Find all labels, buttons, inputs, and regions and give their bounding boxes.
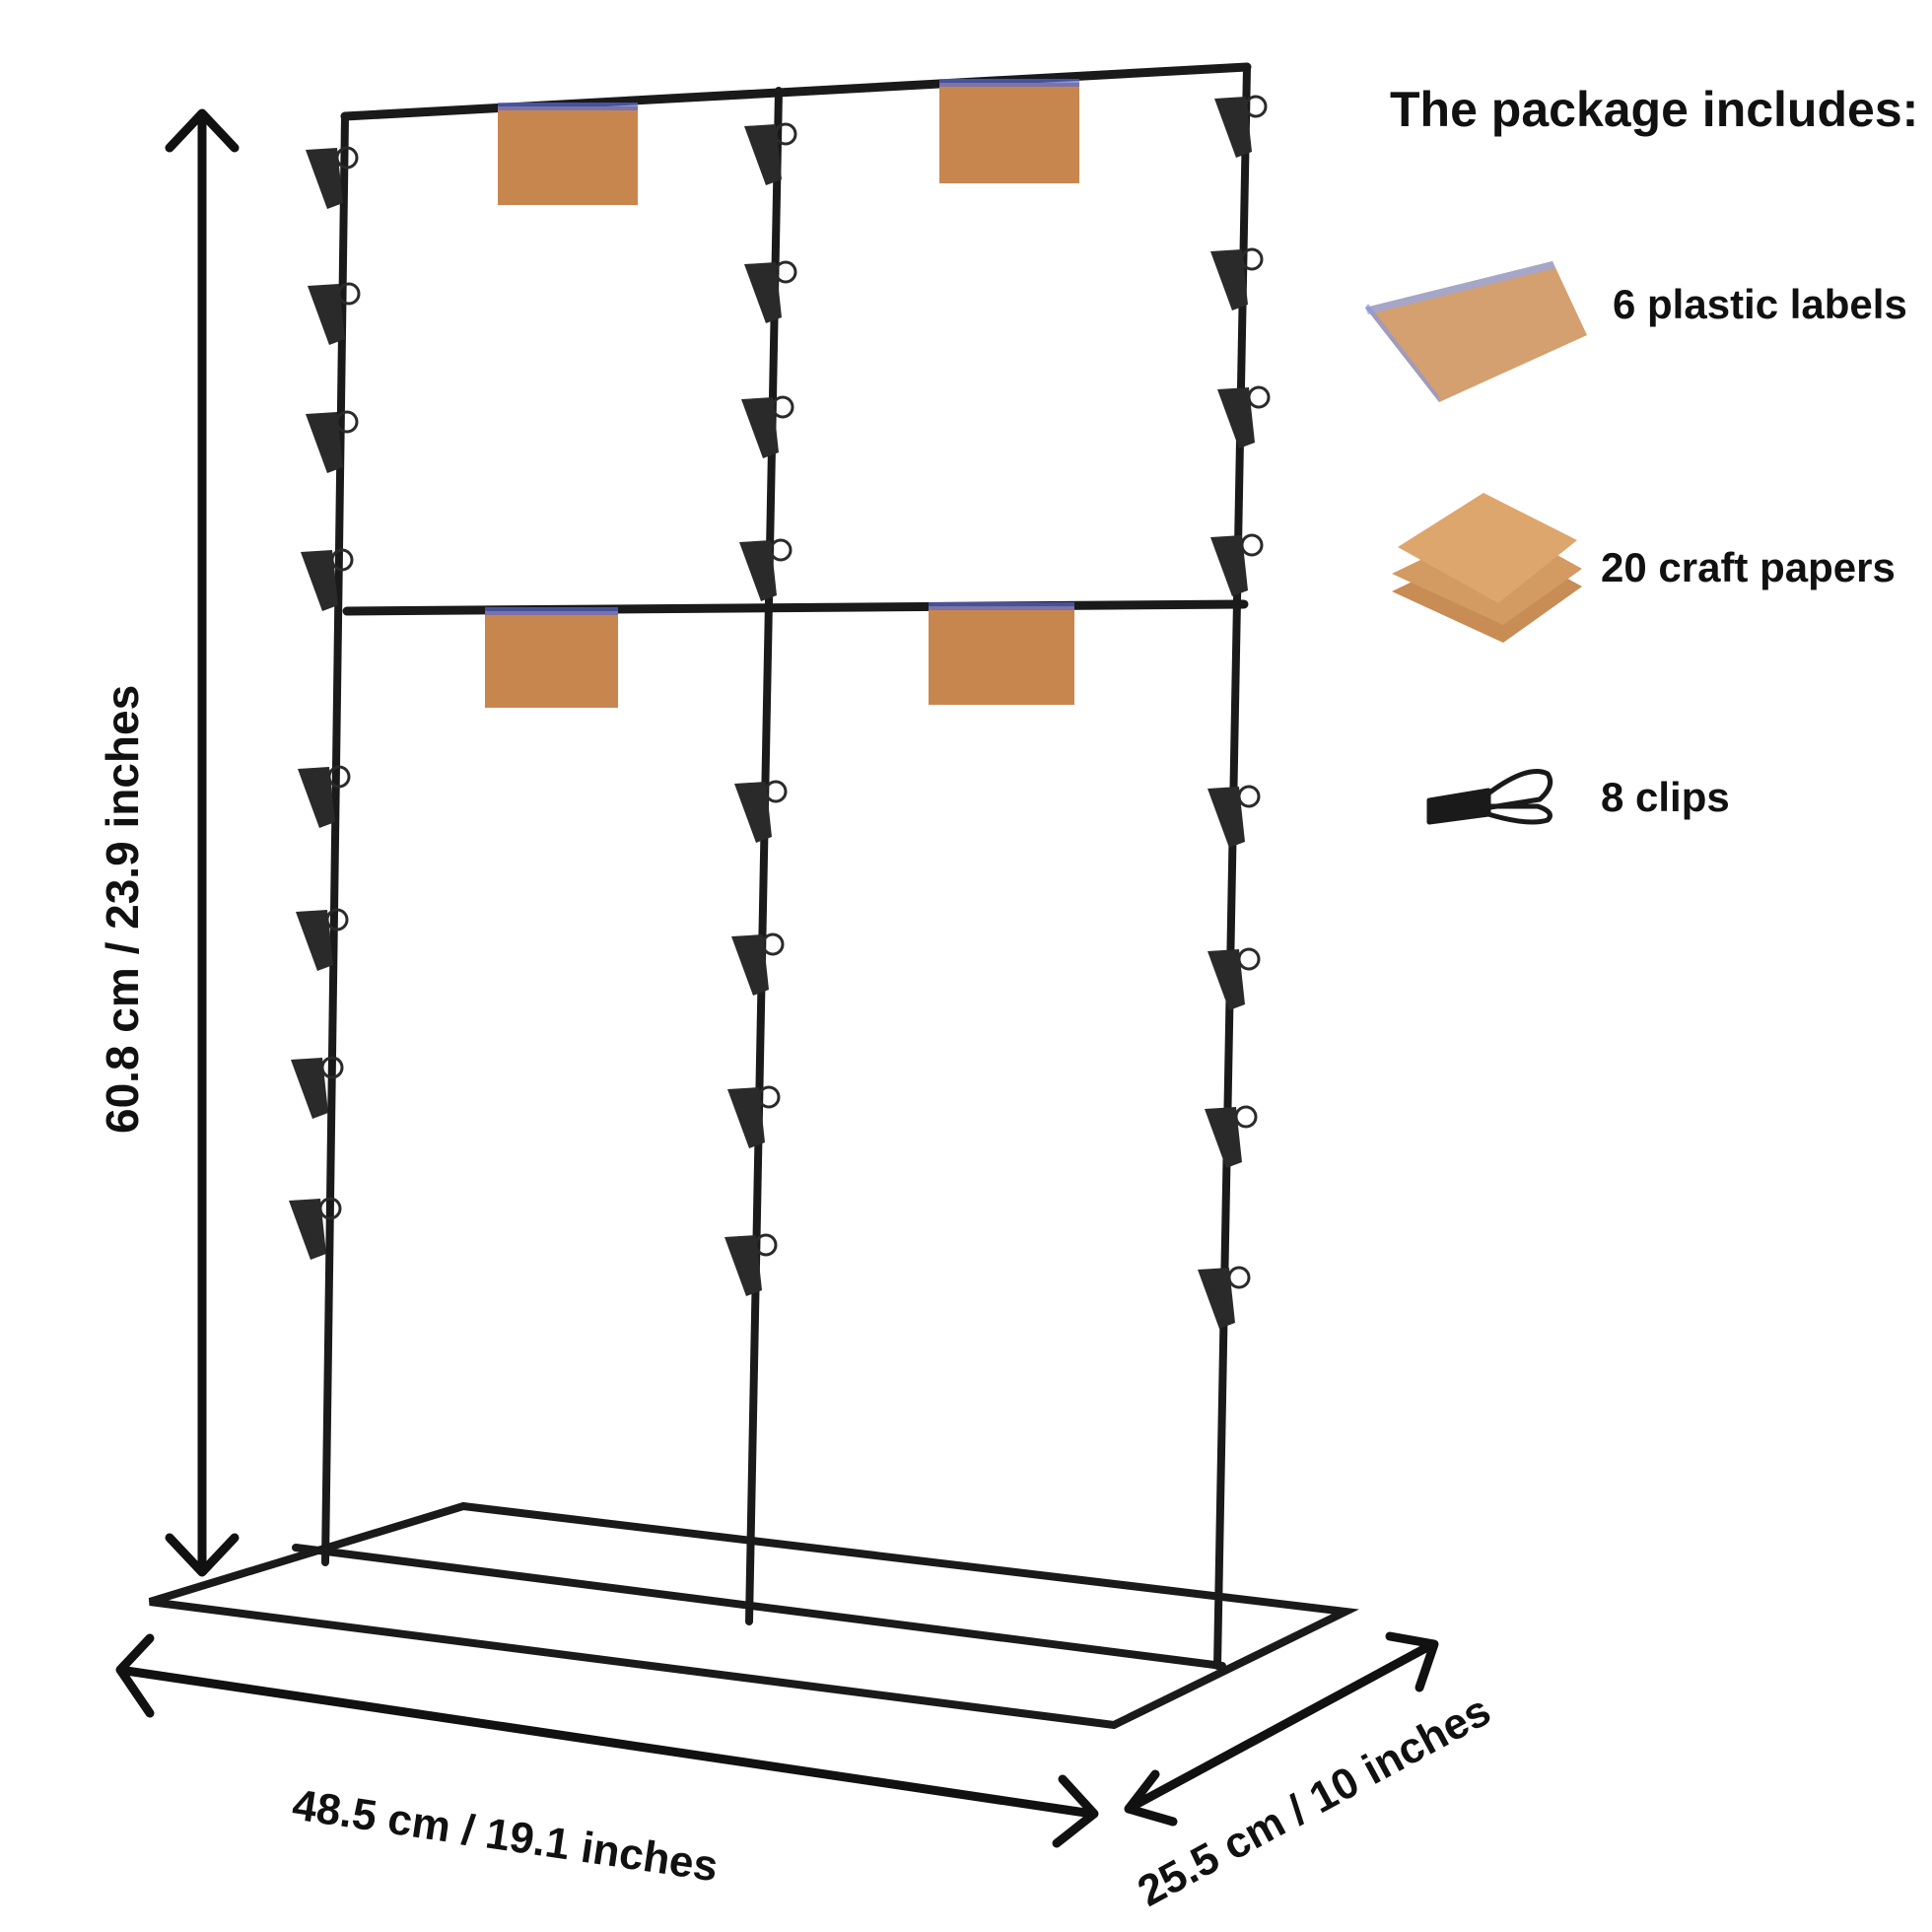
craft-paper-icon (1392, 493, 1582, 643)
rack-clips (289, 95, 1271, 1329)
depth-label: 25.5 cm / 10 inches (1130, 1686, 1498, 1915)
rack-labels (485, 79, 1079, 708)
depth-arrow (1124, 1631, 1439, 1827)
package-item-clips: 8 clips (1601, 774, 1730, 820)
binder-clip-icon (1426, 769, 1553, 825)
plastic-label-icon (1365, 261, 1587, 402)
width-arrow (115, 1633, 1099, 1848)
package-item-craft-papers: 20 craft papers (1601, 544, 1896, 590)
height-label: 60.8 cm / 23.9 inches (97, 685, 148, 1134)
height-arrow (165, 108, 240, 1577)
rack-frame (148, 62, 1359, 1730)
width-label: 48.5 cm / 19.1 inches (290, 1780, 722, 1891)
package-item-plastic-labels: 6 plastic labels (1613, 281, 1907, 327)
package-title: The package includes: (1390, 82, 1919, 137)
